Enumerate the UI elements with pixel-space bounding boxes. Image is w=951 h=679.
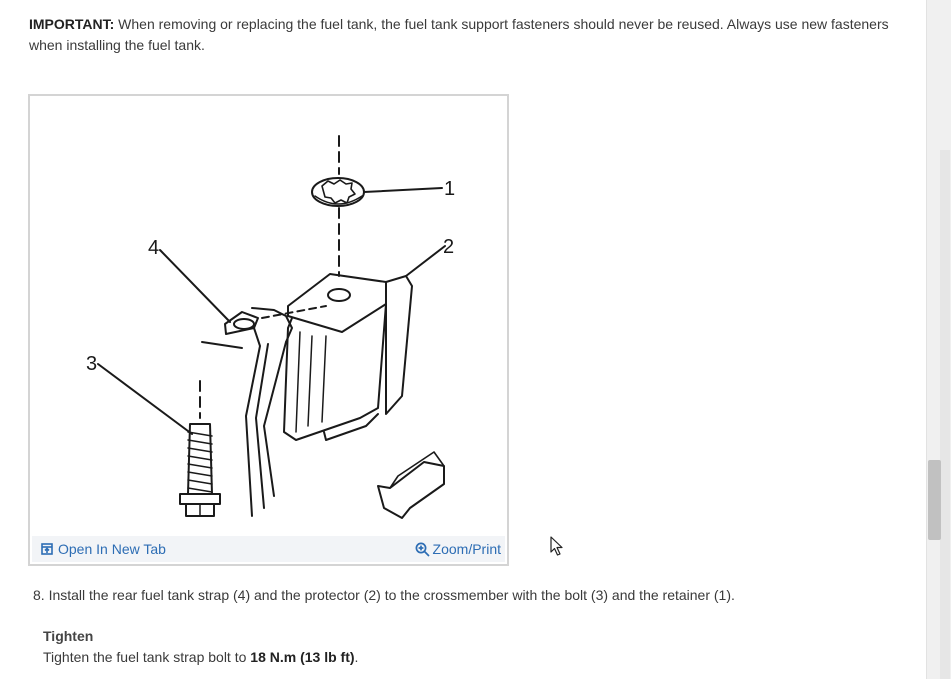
figure-toolbar: Open In New Tab Zoom/Print bbox=[32, 536, 505, 562]
callout-1: 1 bbox=[444, 178, 455, 200]
important-label: IMPORTANT: bbox=[29, 16, 115, 32]
figure-fuel-tank-strap: 1 2 3 4 Open In New Tab bbox=[28, 94, 509, 566]
important-note: IMPORTANT: When removing or replacing th… bbox=[29, 14, 909, 56]
tighten-instruction: Tighten the fuel tank strap bolt to 18 N… bbox=[43, 649, 358, 665]
vertical-scrollbar[interactable] bbox=[926, 0, 951, 679]
fuel-tank-strap-illustration: 1 2 3 4 bbox=[86, 135, 455, 519]
document-content: IMPORTANT: When removing or replacing th… bbox=[28, 14, 909, 665]
tighten-suffix: . bbox=[354, 649, 359, 665]
important-text: When removing or replacing the fuel tank… bbox=[29, 16, 889, 53]
zoom-icon bbox=[415, 542, 430, 557]
zoom-print-label: Zoom/Print bbox=[432, 541, 501, 557]
mouse-pointer-icon bbox=[550, 536, 563, 556]
scrollbar-track-region bbox=[940, 150, 950, 679]
callout-2: 2 bbox=[443, 236, 454, 258]
open-new-tab-label: Open In New Tab bbox=[58, 541, 166, 557]
scrollbar-thumb[interactable] bbox=[928, 460, 941, 540]
open-new-tab-link[interactable]: Open In New Tab bbox=[41, 541, 166, 557]
open-new-tab-icon bbox=[41, 543, 53, 555]
callout-4: 4 bbox=[148, 237, 159, 259]
torque-value: 18 N.m (13 lb ft) bbox=[250, 649, 355, 665]
zoom-print-link[interactable]: Zoom/Print bbox=[415, 541, 501, 557]
tighten-prefix: Tighten the fuel tank strap bolt to bbox=[43, 649, 251, 665]
tighten-heading: Tighten bbox=[43, 628, 94, 644]
callout-3: 3 bbox=[86, 353, 97, 375]
step-8-text: 8. Install the rear fuel tank strap (4) … bbox=[33, 587, 735, 603]
